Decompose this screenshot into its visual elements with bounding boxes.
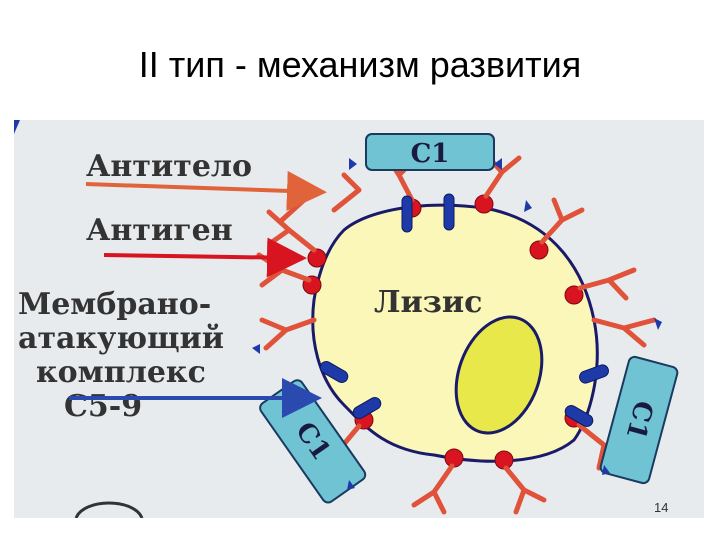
complement-lysis-diagram: C1 C1 C1 Антитело Антиген Мембрано- атак… xyxy=(14,120,704,519)
c1-top-label: C1 xyxy=(411,139,450,169)
antigen xyxy=(307,248,327,268)
antigen xyxy=(494,450,514,470)
fragment-marker xyxy=(347,480,355,490)
corner-mark xyxy=(14,120,20,134)
mac-pore xyxy=(579,364,609,384)
cell-nucleus xyxy=(454,315,544,435)
antibody xyxy=(259,317,317,351)
label-antibody: Антитело xyxy=(86,149,252,184)
fragment-marker xyxy=(654,318,662,330)
mac-group xyxy=(319,193,609,427)
label-mac-line3: комплекс xyxy=(36,355,206,390)
antibody xyxy=(411,463,455,515)
mac-pore xyxy=(443,193,455,231)
antibody xyxy=(539,197,585,245)
fragment-marker xyxy=(494,158,502,170)
label-mac-line1: Мембрано- xyxy=(18,287,211,322)
antibody xyxy=(577,267,637,301)
slide-number: 14 xyxy=(654,500,669,515)
label-antigen: Антиген xyxy=(86,213,233,248)
mac-pore xyxy=(319,361,349,383)
fragment-marker xyxy=(349,158,357,170)
antibody xyxy=(503,465,547,515)
antibody xyxy=(591,317,657,348)
arrow-antibody xyxy=(85,170,327,211)
label-mac-line2: атакующий xyxy=(18,321,224,356)
complement-fragments xyxy=(252,158,662,490)
fragment-marker xyxy=(524,200,532,212)
antigen xyxy=(564,285,584,305)
mac-pore xyxy=(352,397,382,419)
slide-title: II тип - механизм развития xyxy=(138,44,582,85)
mac-pore xyxy=(401,195,413,233)
antigen xyxy=(529,240,549,260)
label-mac-line4: C5-9 xyxy=(64,389,142,424)
arrow-antigen xyxy=(103,237,307,278)
c1-top: C1 xyxy=(365,133,495,171)
fragment-marker xyxy=(602,465,610,475)
label-lysis: Лизис xyxy=(374,285,482,320)
mac-pore xyxy=(564,405,594,427)
c1-right: C1 xyxy=(599,355,679,485)
antigen xyxy=(444,448,464,468)
fragment-marker xyxy=(252,344,260,354)
antigen xyxy=(474,194,494,214)
cropped-circle xyxy=(74,501,144,519)
